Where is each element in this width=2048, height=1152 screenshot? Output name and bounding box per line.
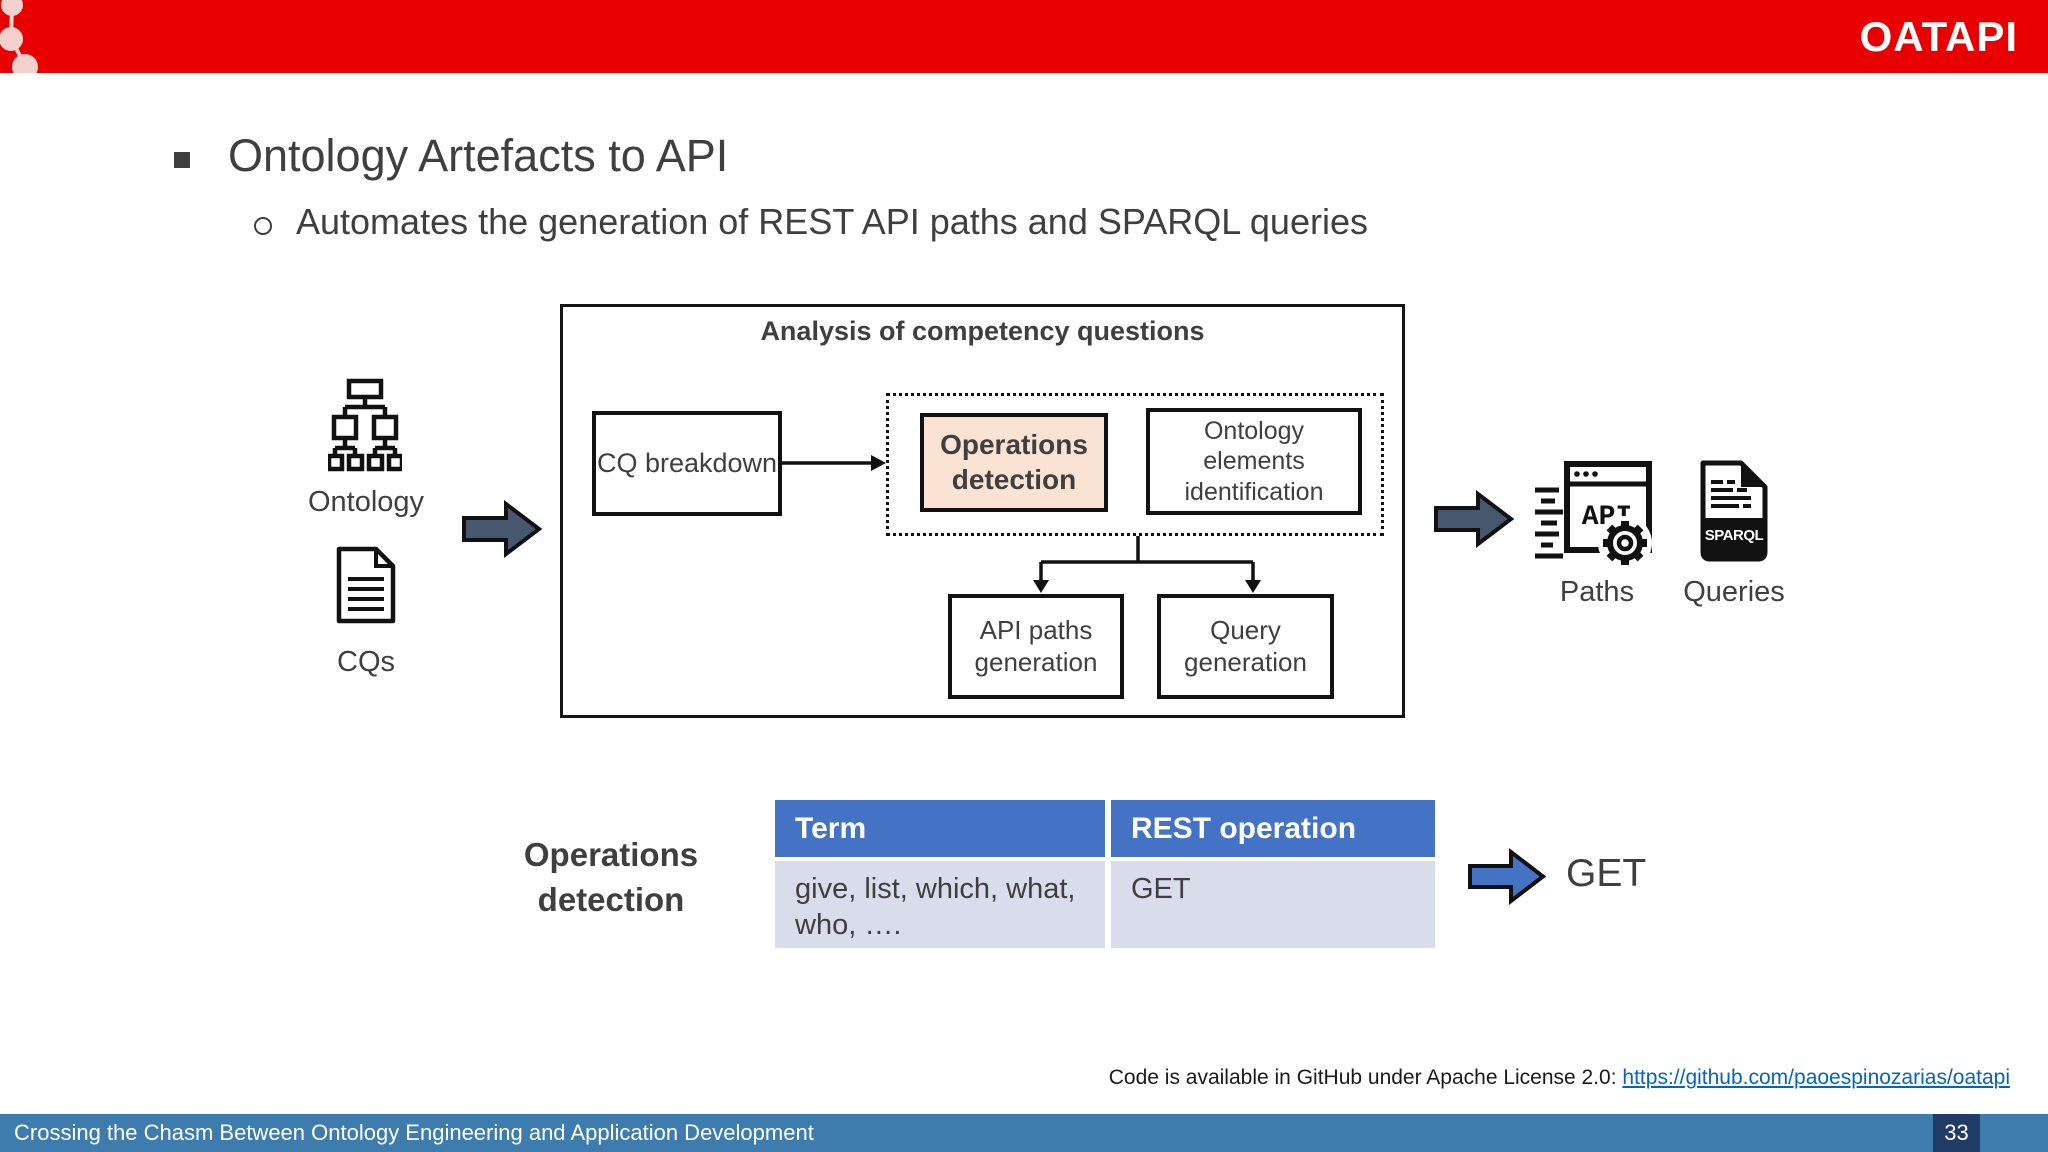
get-result-label: GET [1566,852,1647,895]
flow-arrow-right-icon [1434,490,1514,548]
analysis-title: Analysis of competency questions [760,316,1205,346]
footnote-text: Code is available in GitHub under Apache… [1108,1066,1623,1089]
cqs-label: CQs [337,646,395,678]
brand-logo-text: OATAPI [1859,12,2018,60]
detection-group-box [886,393,1384,536]
cq-breakdown-box: CQ breakdown [592,411,782,516]
query-generation-box: Query generation [1157,594,1334,699]
operations-table: Term REST operation give, list, which, w… [775,800,1435,948]
table-header-rest-operation: REST operation [1111,800,1435,857]
ontology-elements-identification-box: Ontology elements identification [1146,408,1362,515]
queries-label: Queries [1683,576,1785,608]
footer-title: Crossing the Chasm Between Ontology Engi… [14,1120,814,1145]
network-logo-icon [0,0,38,73]
sparql-file-icon: SPARQL [1700,460,1768,562]
square-bullet-icon [174,152,190,168]
api-paths-generation-box: API paths generation [948,594,1124,699]
footnote: Code is available in GitHub under Apache… [1109,1066,2010,1090]
page-number: 33 [1933,1114,1980,1152]
table-cell-terms: give, list, which, what, who, …. [775,861,1105,948]
flow-arrow-left-icon [462,500,542,558]
github-link[interactable]: https://github.com/paoespinozarias/oatap… [1622,1066,2010,1089]
circle-bullet-icon [254,217,272,235]
footer-bar: Crossing the Chasm Between Ontology Engi… [0,1114,2048,1152]
ontology-label: Ontology [307,486,425,518]
header-bar: OATAPI [0,0,2048,73]
table-cell-operation: GET [1111,861,1435,948]
table-header-term: Term [775,800,1105,857]
operations-detection-box: Operations detection [920,413,1108,512]
page-title: Ontology Artefacts to API [228,130,729,181]
svg-text:SPARQL: SPARQL [1705,527,1764,544]
paths-label: Paths [1559,576,1635,608]
cqs-document-icon [336,546,396,624]
table-arrow-icon [1468,848,1546,905]
operations-detection-label: Operations detection [523,836,699,918]
ontology-tree-icon [328,378,402,472]
api-gear-icon: API [1535,461,1652,570]
subtitle: Automates the generation of REST API pat… [296,201,1368,242]
